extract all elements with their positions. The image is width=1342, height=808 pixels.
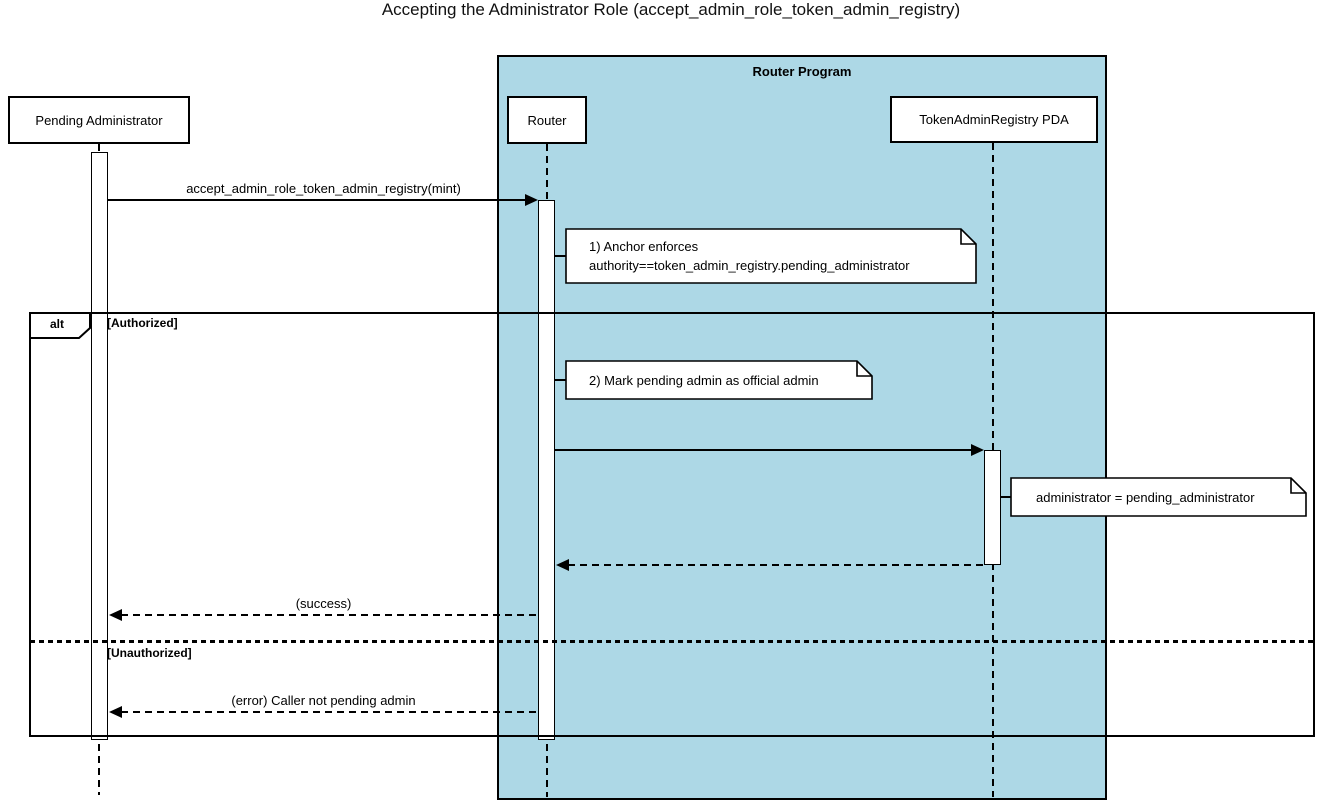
note-set-admin-text: administrator = pending_administrator (1036, 490, 1255, 505)
alt-frame (29, 312, 1315, 737)
participant-pending-administrator: Pending Administrator (8, 96, 190, 144)
message-set-admin-arrowhead-icon (971, 444, 984, 456)
guard-authorized: [Authorized] (107, 316, 178, 330)
return-success-arrowhead-icon (109, 609, 122, 621)
note-connector-set-admin (1001, 496, 1012, 498)
return-pda-line (568, 564, 984, 566)
activation-router (538, 200, 555, 740)
return-pda-arrowhead-icon (556, 559, 569, 571)
note-anchor-enforces: 1) Anchor enforces authority==token_admi… (565, 228, 977, 284)
note-set-admin: administrator = pending_administrator (1010, 477, 1307, 517)
message-set-admin-line (555, 449, 973, 451)
note-mark-admin: 2) Mark pending admin as official admin (565, 360, 873, 400)
router-program-box (497, 55, 1107, 800)
alt-operator-label: alt (49, 317, 64, 331)
participant-pending-administrator-label: Pending Administrator (35, 112, 163, 128)
message-call-label: accept_admin_role_token_admin_registry(m… (186, 181, 461, 196)
alt-divider (30, 640, 1314, 643)
return-error-label: (error) Caller not pending admin (231, 693, 416, 708)
alt-operator-pentagon: alt (29, 312, 93, 345)
note-connector-mark-admin (555, 379, 567, 381)
return-error-arrowhead-icon (109, 706, 122, 718)
message-call-line (108, 199, 527, 201)
return-success-line (121, 614, 538, 616)
message-call-arrowhead-icon (525, 194, 538, 206)
page-title: Accepting the Administrator Role (accept… (381, 0, 961, 19)
guard-unauthorized: [Unauthorized] (107, 646, 192, 660)
participant-token-admin-registry-pda: TokenAdminRegistry PDA (890, 96, 1098, 143)
activation-pending-administrator (91, 152, 108, 740)
participant-token-admin-registry-pda-label: TokenAdminRegistry PDA (919, 112, 1069, 127)
note-mark-admin-text: 2) Mark pending admin as official admin (589, 373, 819, 388)
note-shape-icon (565, 360, 873, 400)
participant-router: Router (507, 96, 587, 144)
router-program-label: Router Program (752, 64, 852, 79)
note-shape-icon (1010, 477, 1307, 517)
note-connector-anchor-enforces (555, 255, 567, 257)
return-error-line (121, 711, 538, 713)
activation-token-admin-registry-pda (984, 450, 1001, 565)
participant-router-label: Router (527, 112, 567, 128)
return-success-label: (success) (295, 596, 352, 611)
note-shape-icon (565, 228, 977, 284)
note-anchor-enforces-line1: 1) Anchor enforces (589, 239, 699, 254)
note-anchor-enforces-line2: authority==token_admin_registry.pending_… (589, 258, 910, 273)
